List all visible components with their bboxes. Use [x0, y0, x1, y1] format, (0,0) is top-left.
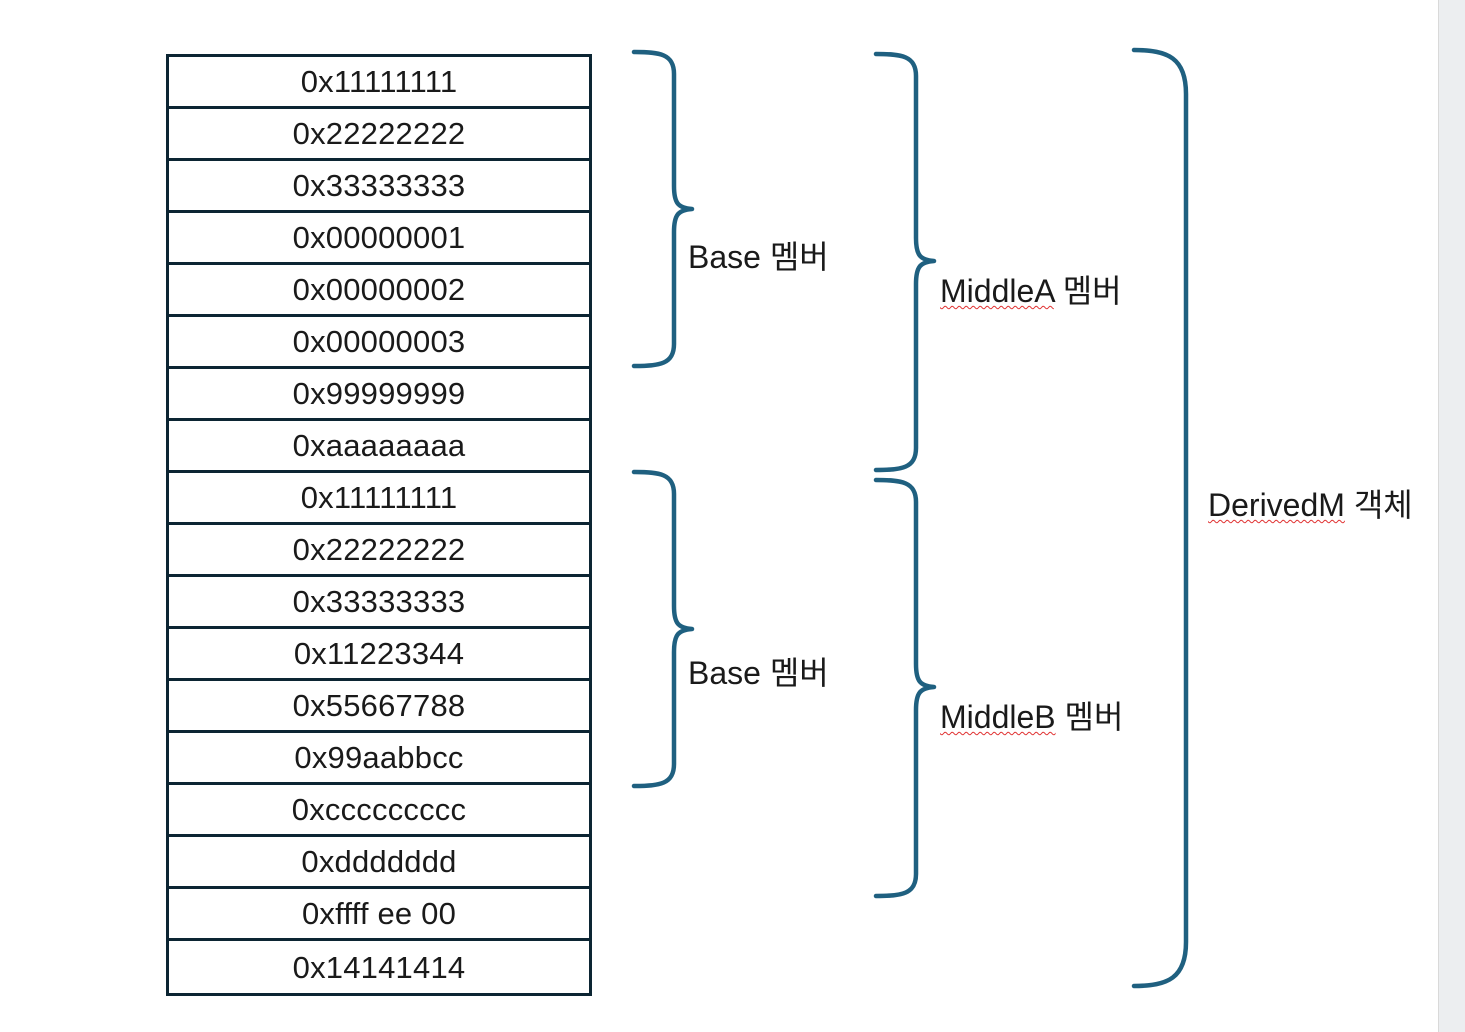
label-middle-b: MiddleB 멤버 — [940, 699, 1124, 735]
label-middle-a-name: MiddleA — [940, 273, 1054, 309]
memory-value: 0x00000002 — [292, 272, 466, 307]
memory-value: 0xddddddd — [301, 844, 457, 879]
table-row: 0xccccccccc — [169, 785, 589, 837]
memory-value: 0x22222222 — [292, 532, 466, 567]
table-row: 0x22222222 — [169, 525, 589, 577]
label-base-upper: Base 멤버 — [688, 239, 829, 275]
memory-value: 0x00000001 — [292, 220, 466, 255]
memory-value: 0xaaaaaaaa — [292, 428, 466, 463]
label-base-lower-name: Base — [688, 655, 761, 691]
brace-base-upper — [630, 48, 696, 370]
label-base-lower: Base 멤버 — [688, 655, 829, 691]
brace-base-lower — [630, 468, 696, 790]
table-row: 0x55667788 — [169, 681, 589, 733]
memory-value: 0x22222222 — [292, 116, 466, 151]
table-row: 0x22222222 — [169, 109, 589, 161]
table-row: 0x00000001 — [169, 213, 589, 265]
label-middle-b-name: MiddleB — [940, 699, 1056, 735]
memory-value: 0x14141414 — [292, 949, 466, 985]
page-edge-divider — [1438, 0, 1439, 1032]
table-row: 0x99aabbcc — [169, 733, 589, 785]
table-row: 0xffff ee 00 — [169, 889, 589, 941]
page-edge-strip — [1439, 0, 1465, 1032]
memory-value: 0x00000003 — [292, 324, 466, 359]
memory-value: 0x99aabbcc — [294, 740, 464, 775]
table-row: 0x33333333 — [169, 577, 589, 629]
table-row: 0x00000003 — [169, 317, 589, 369]
label-derived-m-name: DerivedM — [1208, 487, 1345, 523]
memory-value: 0xccccccccc — [291, 792, 467, 827]
label-base-upper-name: Base — [688, 239, 761, 275]
memory-value: 0x11111111 — [300, 64, 458, 99]
table-row: 0x99999999 — [169, 369, 589, 421]
label-middle-a: MiddleA 멤버 — [940, 273, 1122, 309]
table-row: 0x33333333 — [169, 161, 589, 213]
memory-layout-table: 0x11111111 0x22222222 0x33333333 0x00000… — [166, 54, 592, 996]
label-base-upper-suffix: 멤버 — [760, 239, 829, 275]
memory-value: 0x55667788 — [292, 688, 466, 723]
memory-value: 0x11223344 — [293, 636, 465, 671]
table-row: 0x00000002 — [169, 265, 589, 317]
memory-value: 0x11111111 — [300, 480, 458, 515]
memory-value: 0xffff ee 00 — [301, 896, 457, 931]
label-derived-m: DerivedM 객체 — [1208, 487, 1413, 523]
table-row: 0x11111111 — [169, 473, 589, 525]
table-row: 0x14141414 — [169, 941, 589, 993]
brace-middle-a — [872, 50, 938, 474]
memory-value: 0x33333333 — [292, 168, 466, 203]
brace-middle-b — [872, 476, 938, 900]
label-middle-b-suffix: 멤버 — [1055, 699, 1124, 735]
table-row: 0x11111111 — [169, 57, 589, 109]
memory-value: 0x33333333 — [292, 584, 466, 619]
bracket-derived-m — [1128, 46, 1200, 990]
label-middle-a-suffix: 멤버 — [1053, 273, 1122, 309]
label-base-lower-suffix: 멤버 — [760, 655, 829, 691]
table-row: 0xaaaaaaaa — [169, 421, 589, 473]
table-row: 0x11223344 — [169, 629, 589, 681]
table-row: 0xddddddd — [169, 837, 589, 889]
label-derived-m-suffix: 객체 — [1344, 487, 1413, 523]
memory-value: 0x99999999 — [292, 376, 466, 411]
